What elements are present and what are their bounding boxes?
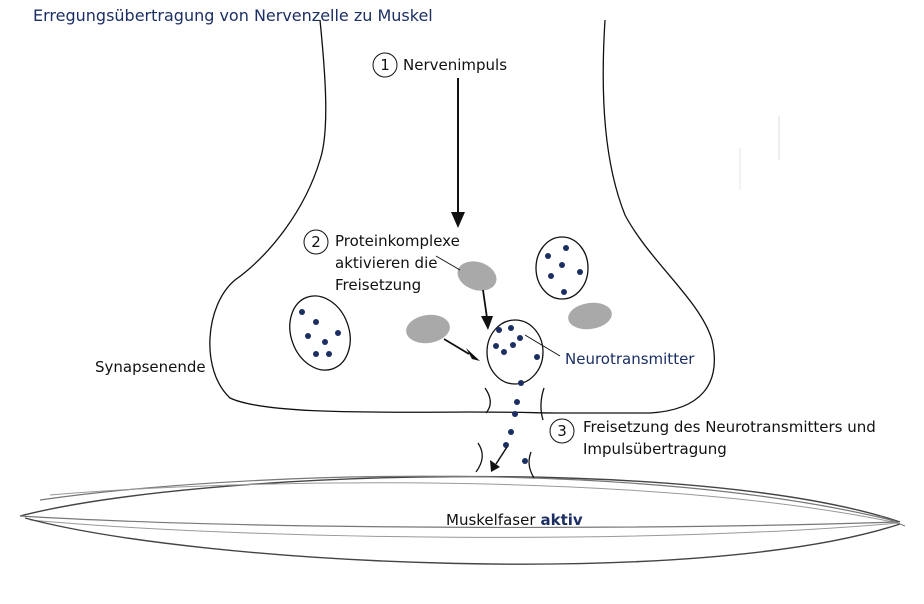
step-3-label-line-1: Freisetzung des Neurotransmitters und <box>583 418 876 436</box>
muscle-fiber <box>19 475 906 565</box>
neurotransmitter-dots <box>299 245 583 464</box>
muscle-state-label: aktiv <box>541 511 583 529</box>
protein-complex <box>568 302 612 330</box>
vesicle-left <box>289 295 351 371</box>
diagram-title: Erregungsübertragung von Nervenzelle zu … <box>33 6 433 25</box>
step-1-number: 1 <box>380 56 390 74</box>
step-2-label-line-3: Freisetzung <box>335 276 421 294</box>
postsynaptic-membrane-right <box>528 451 535 479</box>
step-3-label-line-2: Impulsübertragung <box>583 440 727 458</box>
leader-line <box>524 334 561 357</box>
step-3-number: 3 <box>557 422 567 440</box>
synapse-label: Synapsenende <box>95 358 206 376</box>
muscle-label: Muskelfaser aktiv <box>446 511 583 529</box>
presynaptic-membrane-right <box>540 387 545 421</box>
vesicle-right <box>535 236 589 300</box>
step-2-label-line-1: Proteinkomplexe <box>335 232 460 250</box>
leader-line <box>435 255 461 271</box>
muscle-label-text: Muskelfaser <box>446 511 536 529</box>
step-2-badge <box>303 229 329 255</box>
vesicle-release <box>486 319 544 385</box>
step-3-badge <box>549 418 575 444</box>
step-2-number: 2 <box>311 233 321 251</box>
protein-complex <box>406 314 450 344</box>
synapse-terminal-outline <box>209 19 716 414</box>
arrows <box>443 78 508 472</box>
postsynaptic-membrane-left <box>475 442 483 473</box>
neurotransmitter-label: Neurotransmitter <box>565 350 695 368</box>
protein-complex <box>457 261 497 291</box>
step-1-badge <box>372 52 398 78</box>
step-1-label: Nervenimpuls <box>403 56 507 74</box>
presynaptic-membrane-left <box>484 387 492 414</box>
step-2-label-line-2: aktivieren die <box>335 254 437 272</box>
